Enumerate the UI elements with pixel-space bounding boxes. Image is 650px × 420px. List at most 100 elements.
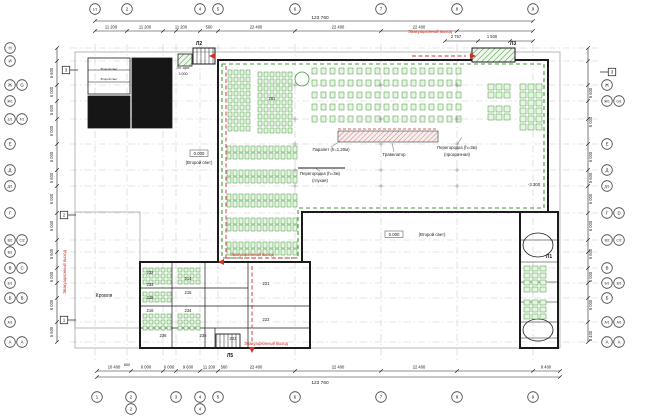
room-number: 223 — [230, 336, 238, 341]
axis-label: F/1 — [20, 118, 25, 122]
equipment-unit — [232, 241, 238, 249]
dim-tick — [585, 183, 591, 189]
equipment-unit — [410, 79, 417, 87]
equipment-unit — [244, 176, 250, 184]
equipment-unit — [286, 224, 292, 232]
dim-tick — [557, 374, 563, 380]
equipment-unit — [437, 115, 444, 123]
dim-segment: 22 400 — [332, 365, 345, 370]
equipment-unit — [535, 99, 543, 107]
annotation: -3.300 — [528, 182, 541, 187]
dim-side: 5 600 — [49, 172, 54, 183]
annotation: (Второй свет) — [419, 232, 446, 237]
equipment-unit — [226, 224, 232, 232]
axis-bubble — [16, 336, 28, 348]
equipment-unit — [177, 319, 183, 325]
axis-bubble — [601, 336, 613, 348]
dim-side: 5 600 — [588, 87, 593, 98]
axis-bubble — [613, 316, 625, 328]
equipment-unit — [428, 91, 435, 99]
dim-tick — [507, 38, 513, 44]
equipment-unit — [274, 169, 280, 177]
equipment-unit — [329, 91, 336, 99]
axis-label: В/2 — [605, 239, 610, 243]
equipment-unit — [286, 200, 292, 208]
axis-label: В/2 — [8, 239, 13, 243]
dim-tick — [292, 368, 298, 374]
equipment-unit — [455, 67, 462, 75]
dim-tick — [94, 374, 100, 380]
equipment-unit — [268, 217, 274, 225]
equipment-unit — [292, 224, 298, 232]
annotation: Перегородка (h=3м) — [300, 171, 341, 176]
equipment-unit — [269, 127, 275, 134]
equipment-unit — [177, 313, 183, 319]
annotation: (прозрачная) — [444, 152, 470, 157]
equipment-unit — [166, 297, 172, 303]
equipment-unit — [245, 97, 251, 104]
equipment-unit — [401, 103, 408, 111]
section-number: 3 — [611, 70, 614, 75]
equipment-unit — [487, 91, 495, 99]
axis-bubble — [601, 95, 613, 107]
upper-left-block — [87, 57, 131, 95]
section-marker — [59, 315, 69, 325]
equipment-unit — [195, 319, 201, 325]
equipment-unit — [286, 217, 292, 225]
axis-bubble — [194, 391, 206, 403]
equipment-unit — [437, 67, 444, 75]
equipment-unit — [281, 120, 287, 127]
equipment-unit — [244, 248, 250, 256]
axis-bubble — [16, 113, 28, 125]
dim-side: 6 000 — [49, 151, 54, 162]
equipment-unit — [142, 325, 148, 331]
equipment-unit — [227, 69, 233, 76]
equipment-unit — [311, 115, 318, 123]
equipment-unit — [183, 273, 189, 279]
axis-bubble — [125, 391, 137, 403]
equipment-unit — [527, 107, 535, 115]
axis-label: A — [21, 340, 24, 345]
equipment-unit — [262, 241, 268, 249]
equipment-unit — [275, 92, 281, 99]
equipment-unit — [437, 91, 444, 99]
axis-label: 9 — [532, 395, 535, 400]
axis-label: Ж — [8, 83, 12, 88]
equipment-unit — [410, 91, 417, 99]
equipment-unit — [392, 91, 399, 99]
axis-bubble — [4, 234, 16, 246]
equipment-unit — [154, 279, 160, 285]
annotation: Травелатор — [382, 152, 406, 157]
equipment-unit — [523, 286, 531, 293]
equipment-unit — [148, 313, 154, 319]
equipment-unit — [142, 297, 148, 303]
building-structure — [74, 47, 561, 349]
equipment-unit — [227, 97, 233, 104]
evacuation-arrow-icon — [470, 53, 476, 59]
axis-label: 4 — [199, 395, 202, 400]
equipment-unit — [257, 78, 263, 85]
axis-label: 3 — [175, 395, 178, 400]
section-number: 1 — [63, 318, 66, 323]
equipment-unit — [256, 224, 262, 232]
equipment-unit — [523, 299, 531, 306]
equipment-unit — [269, 99, 275, 106]
equipment-unit — [280, 193, 286, 201]
axis-label: 2 — [126, 7, 129, 12]
equipment-unit — [446, 67, 453, 75]
dim-total-top: 123 760 — [311, 15, 329, 21]
dark-block-b — [87, 95, 131, 129]
equipment-unit — [287, 127, 293, 134]
axis-bubble — [601, 207, 613, 219]
equipment-unit — [257, 106, 263, 113]
equipment-unit — [446, 79, 453, 87]
stair-label: Л3 — [510, 41, 517, 47]
equipment-unit — [263, 78, 269, 85]
equipment-unit — [244, 145, 250, 153]
dim-tick — [54, 45, 60, 51]
equipment-unit — [257, 92, 263, 99]
equipment-unit — [160, 267, 166, 273]
equipment-unit — [232, 248, 238, 256]
equipment-unit — [166, 325, 172, 331]
